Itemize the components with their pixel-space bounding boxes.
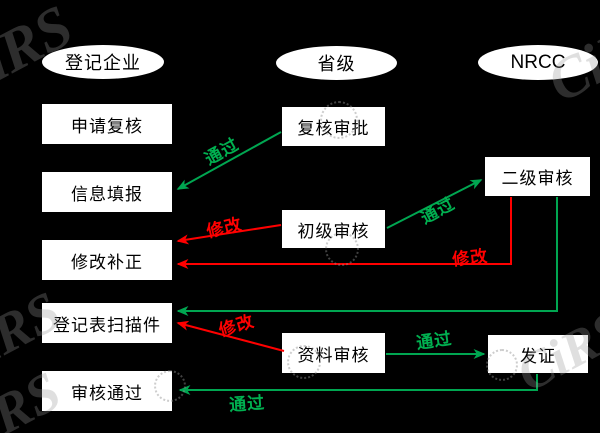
node-review-approval: 复核审批 xyxy=(282,107,385,146)
edge-pass-approval-to-filling xyxy=(176,131,282,190)
node-info-filling: 信息填报 xyxy=(42,172,172,212)
node-review-passed: 审核通过 xyxy=(42,371,172,411)
edge-label-pass: 通过 xyxy=(417,193,459,228)
node-issue-certificate: 发证 xyxy=(488,335,588,373)
node-primary-review: 初级审核 xyxy=(282,210,385,248)
node-material-review: 资料审核 xyxy=(282,333,385,373)
edge-label-modify: 修改 xyxy=(451,246,490,270)
edge-modify-material-to-scan xyxy=(176,320,285,352)
edge-label-pass: 通过 xyxy=(415,329,454,353)
edge-pass-certificate-to-passed xyxy=(178,374,538,395)
node-revise-correct: 修改补正 xyxy=(42,240,172,280)
node-registration-scan: 登记表扫描件 xyxy=(42,303,172,343)
edge-label-pass: 通过 xyxy=(228,393,266,415)
lane-provincial: 省级 xyxy=(276,46,397,80)
edge-pass-primary-to-secondary xyxy=(386,179,483,229)
node-secondary-review: 二级审核 xyxy=(485,157,590,196)
edge-label-modify: 修改 xyxy=(216,311,257,341)
node-apply-review: 申请复核 xyxy=(42,104,172,144)
edge-modify-primary-to-revise xyxy=(176,224,282,245)
edge-label-pass: 通过 xyxy=(201,134,243,169)
edge-label-modify: 修改 xyxy=(204,214,245,242)
lane-nrcc: NRCC xyxy=(478,45,598,80)
lane-enterprise: 登记企业 xyxy=(42,45,164,79)
